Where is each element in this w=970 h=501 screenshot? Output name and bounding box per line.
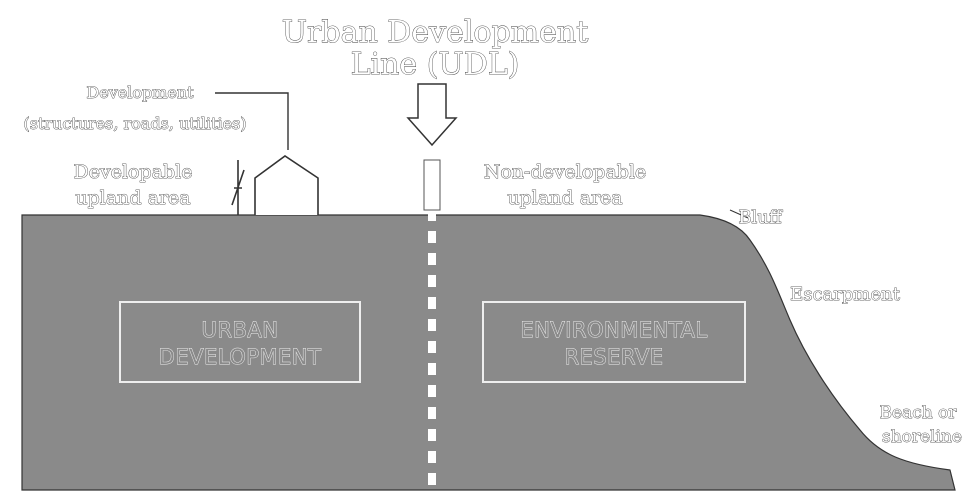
- udl-marker-post: [424, 160, 440, 210]
- urban-box-line-2: DEVELOPMENT: [159, 345, 322, 369]
- left-area-line-1: Developable: [74, 161, 193, 183]
- left-area-line-2: upland area: [75, 187, 190, 209]
- title-line-2: Line (UDL): [351, 47, 520, 82]
- right-area-line-2: upland area: [507, 187, 622, 209]
- house-icon: [255, 156, 318, 215]
- development-label-line-1: Development: [86, 83, 194, 102]
- beach-label-line-1: Beach or: [880, 403, 958, 423]
- bluff-label: Bluff: [738, 207, 783, 228]
- env-box-line-1: ENVIRONMENTAL: [520, 318, 707, 342]
- env-box-line-2: RESERVE: [564, 345, 663, 369]
- tree-icon: [232, 160, 244, 215]
- urban-box-line-1: URBAN: [202, 318, 279, 342]
- title-line-1: Urban Development: [282, 15, 589, 50]
- beach-label-line-2: shoreline: [882, 427, 962, 447]
- escarpment-label: Escarpment: [790, 284, 901, 305]
- right-area-line-1: Non-developable: [484, 161, 647, 183]
- development-label-line-2: (structures, roads, utilities): [23, 114, 246, 133]
- udl-arrow-icon: [408, 84, 456, 145]
